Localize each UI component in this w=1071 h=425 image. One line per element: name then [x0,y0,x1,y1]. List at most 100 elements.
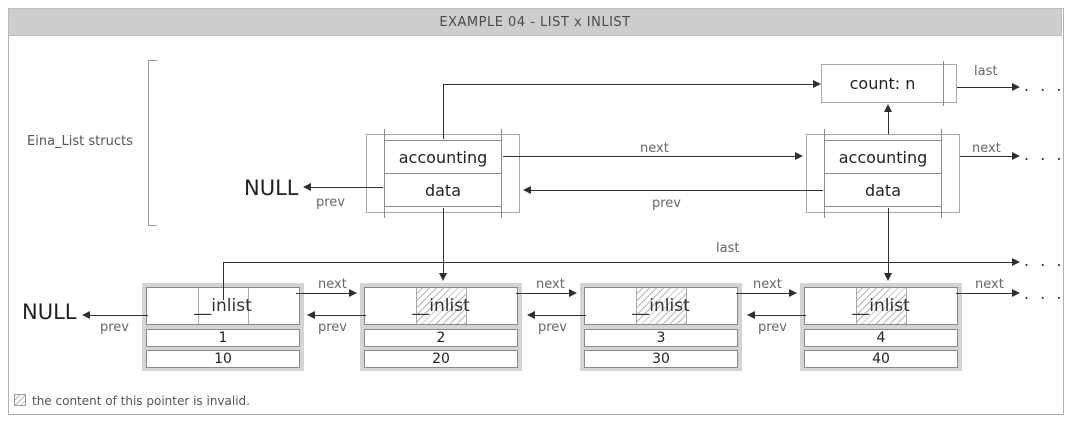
line-next-list2-more [960,156,1012,157]
arrowhead-prev-list2-list1 [523,186,531,194]
field-divider [855,288,857,324]
line-list2-data-to-node4 [888,208,889,273]
node-id-value: 1 [146,329,300,347]
line-next-node4-more [956,293,1012,294]
arrowhead-next-node4-more [1012,289,1020,297]
field-divider [635,288,637,324]
prev-label: prev [318,320,348,335]
next-label: next [975,277,1004,292]
data-field: data [864,180,902,200]
ellipsis: . . . [1024,251,1065,270]
line-prev-node1-null [90,315,148,316]
line-next-node2-node3 [516,293,569,294]
count-struct-box: count: n [821,61,957,106]
arrowhead-prev-node4-node3 [747,311,755,319]
line-prev-node2-node1 [315,315,366,316]
node-id-value: 4 [804,329,958,347]
field-divider [248,288,250,324]
line-count-last [957,87,1012,88]
arrowhead-up-into-count [884,104,892,112]
line-prev-list2-list1 [531,190,823,191]
count-value: count: n [849,74,916,93]
arrowhead-into-count [813,80,821,88]
last-pointer-field [855,288,907,324]
eina-list-structs-label: Eina_List structs [27,134,133,149]
next-label: next [972,141,1001,156]
arrowhead-down-node4 [884,273,892,281]
inlist-node-1: __inlist 1 10 [142,283,304,371]
last-pointer-field [415,288,467,324]
line-prev-node3-node2 [535,315,586,316]
last-label: last [974,64,998,79]
data-field: data [424,180,462,200]
arrowhead-prev-null [303,183,311,191]
legend-text: the content of this pointer is invalid. [32,394,250,408]
title-bar: EXAMPLE 04 - LIST x INLIST [8,8,1062,36]
field-divider [415,288,417,324]
arrowhead-next-list2-more [1012,152,1020,160]
count-box-pointer-divider [943,61,944,106]
inlist-header-cell: __inlist [584,287,738,325]
node-data-value: 40 [804,350,958,368]
ellipsis: . . . [1024,76,1065,95]
inlist-label: __inlist [632,296,690,316]
inlist-header-cell: __inlist [364,287,518,325]
arrowhead-next-node3-node4 [789,289,797,297]
field-divider [466,288,468,324]
line-prev-list1-null [311,187,383,188]
inlist-node-3: __inlist 3 30 [580,283,742,371]
line-list1-data-to-node2 [443,208,444,273]
arrowhead-next-node1-node2 [349,289,357,297]
node-id-value: 3 [584,329,738,347]
struct-fields: accounting data [384,140,502,207]
accounting-field: accounting [384,141,502,174]
node-id-value: 2 [364,329,518,347]
inlist-header-cell: __inlist [804,287,958,325]
invalid-pointer-swatch [14,394,26,406]
arrowhead-count-last [1012,83,1020,91]
next-label: next [640,141,669,156]
field-divider [686,288,688,324]
line-accounting1-to-count [443,84,813,85]
eina-list-node-1: accounting data [366,129,520,218]
null-label-top: NULL [244,176,299,200]
prev-label: prev [316,195,346,210]
null-label-bottom: NULL [22,300,77,324]
ellipsis: . . . [1024,284,1065,303]
eina-list-bracket [148,60,157,226]
struct-fields: accounting data [824,140,942,207]
line-prev-node4-node3 [755,315,806,316]
line-next-list1-list2 [503,156,795,157]
field-divider [197,288,199,324]
arrowhead-next-node2-node3 [569,289,577,297]
node-data-value: 30 [584,350,738,368]
page-title: EXAMPLE 04 - LIST x INLIST [439,14,631,30]
next-label: next [318,277,347,292]
line-node1-last-vertical [223,262,224,300]
ellipsis: . . . [1024,145,1065,164]
arrowhead-down-node2 [439,273,447,281]
field-divider [906,288,908,324]
prev-label: prev [538,320,568,335]
last-pointer-field [635,288,687,324]
arrowhead-prev-node2-node1 [307,311,315,319]
accounting-field: accounting [824,141,942,174]
inlist-label: __inlist [194,296,252,316]
line-accounting2-to-count [888,110,889,134]
next-label: next [753,277,782,292]
inlist-label: __inlist [412,296,470,316]
inlist-node-2: __inlist 2 20 [360,283,522,371]
inlist-label: __inlist [852,296,910,316]
eina-list-node-2: accounting data [806,129,960,218]
line-next-node1-node2 [296,293,349,294]
prev-label: prev [758,320,788,335]
line-next-node3-node4 [736,293,789,294]
arrowhead-prev-node1-null [82,311,90,319]
node-data-value: 10 [146,350,300,368]
prev-label: prev [652,196,682,211]
next-label: next [536,277,565,292]
line-node1-last-horizontal [223,262,1012,263]
arrowhead-last-more [1012,258,1020,266]
line-accounting1-to-count [443,84,444,139]
arrowhead-prev-node3-node2 [527,311,535,319]
